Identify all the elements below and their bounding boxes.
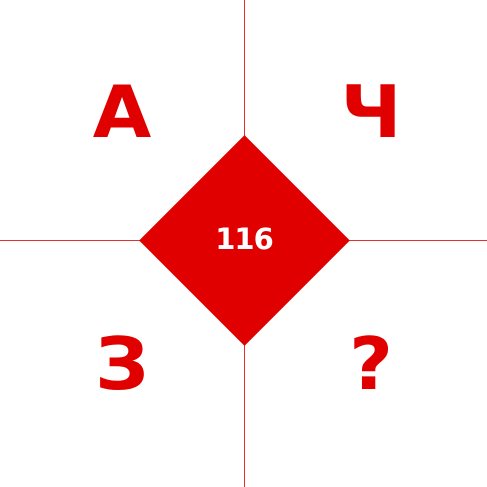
bottom-right-unknown: ? [349,322,393,406]
bottom-left-letter: З [95,322,149,406]
center-number: 116 [215,222,274,256]
top-left-letter: А [92,70,152,154]
top-right-letter: Ч [340,70,402,154]
